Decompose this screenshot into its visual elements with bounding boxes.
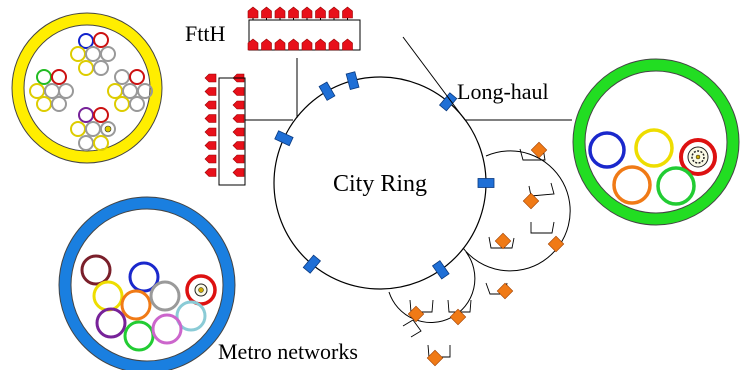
- house-icon: [315, 6, 326, 19]
- diamond-node-icon: [496, 282, 514, 300]
- house-icon: [232, 154, 245, 164]
- long-haul-label: Long-haul: [457, 79, 549, 104]
- ring-node-icon: [477, 178, 495, 188]
- house-icon: [247, 38, 259, 51]
- ftth-left-wiring: [218, 77, 293, 186]
- house-icon: [301, 6, 313, 19]
- house-icon: [232, 87, 245, 96]
- house-icon: [261, 38, 272, 51]
- ring-node-icon: [345, 71, 360, 90]
- house-icon: [247, 6, 259, 19]
- house-icon: [328, 38, 340, 51]
- house-icon: [204, 114, 217, 123]
- ring-node-icon: [438, 92, 458, 112]
- ftth-top-house-group: [247, 6, 353, 20]
- ftth-label: FttH: [185, 21, 225, 46]
- house-icon: [288, 38, 299, 51]
- metro-networks-label: Metro networks: [218, 339, 358, 364]
- house-icon: [261, 6, 272, 19]
- house-icon: [204, 154, 217, 164]
- house-icon: [342, 38, 353, 51]
- house-icon: [232, 168, 245, 177]
- house-icon: [232, 127, 245, 137]
- house-icon: [274, 6, 286, 19]
- ftth-top-wiring: [248, 19, 361, 118]
- house-icon: [232, 114, 245, 123]
- city-ring-label: City Ring: [333, 171, 427, 197]
- ftth-left-house-group: [204, 73, 245, 177]
- house-icon: [204, 73, 217, 83]
- ring-node-icon: [274, 130, 294, 147]
- ftth-bottom-house-group: [247, 38, 353, 51]
- house-icon: [274, 38, 286, 51]
- long-haul-links: [402, 36, 572, 121]
- house-icon: [232, 100, 245, 110]
- diamond-node-icon: [494, 232, 512, 250]
- house-icon: [301, 38, 313, 51]
- house-icon: [204, 87, 217, 96]
- house-icon: [328, 6, 340, 19]
- house-icon: [204, 168, 217, 177]
- ring-node-icon: [302, 254, 322, 274]
- ring-node-group: [274, 71, 495, 280]
- green-cable-cross-section: [572, 58, 740, 226]
- city-ring: City Ring: [273, 71, 495, 290]
- diamond-node-icon: [547, 235, 565, 253]
- yellow-cable-cross-section: [11, 12, 163, 164]
- diamond-node-icon: [449, 308, 467, 326]
- house-icon: [232, 141, 245, 150]
- diamond-node-icon: [522, 192, 540, 210]
- diamond-node-icon: [426, 349, 444, 367]
- ring-node-icon: [318, 81, 336, 101]
- ring-node-icon: [431, 260, 450, 280]
- house-icon: [204, 100, 217, 110]
- access-node-group: [407, 141, 565, 367]
- yellow-cable-fiber-bundles: [29, 32, 153, 151]
- house-icon: [204, 127, 217, 137]
- house-icon: [288, 6, 299, 19]
- diamond-node-icon: [530, 141, 548, 159]
- diamond-node-icon: [407, 305, 425, 323]
- blue-cable-cross-section: [58, 196, 236, 370]
- house-icon: [315, 38, 326, 51]
- house-icon: [204, 141, 217, 150]
- house-icon: [342, 6, 353, 19]
